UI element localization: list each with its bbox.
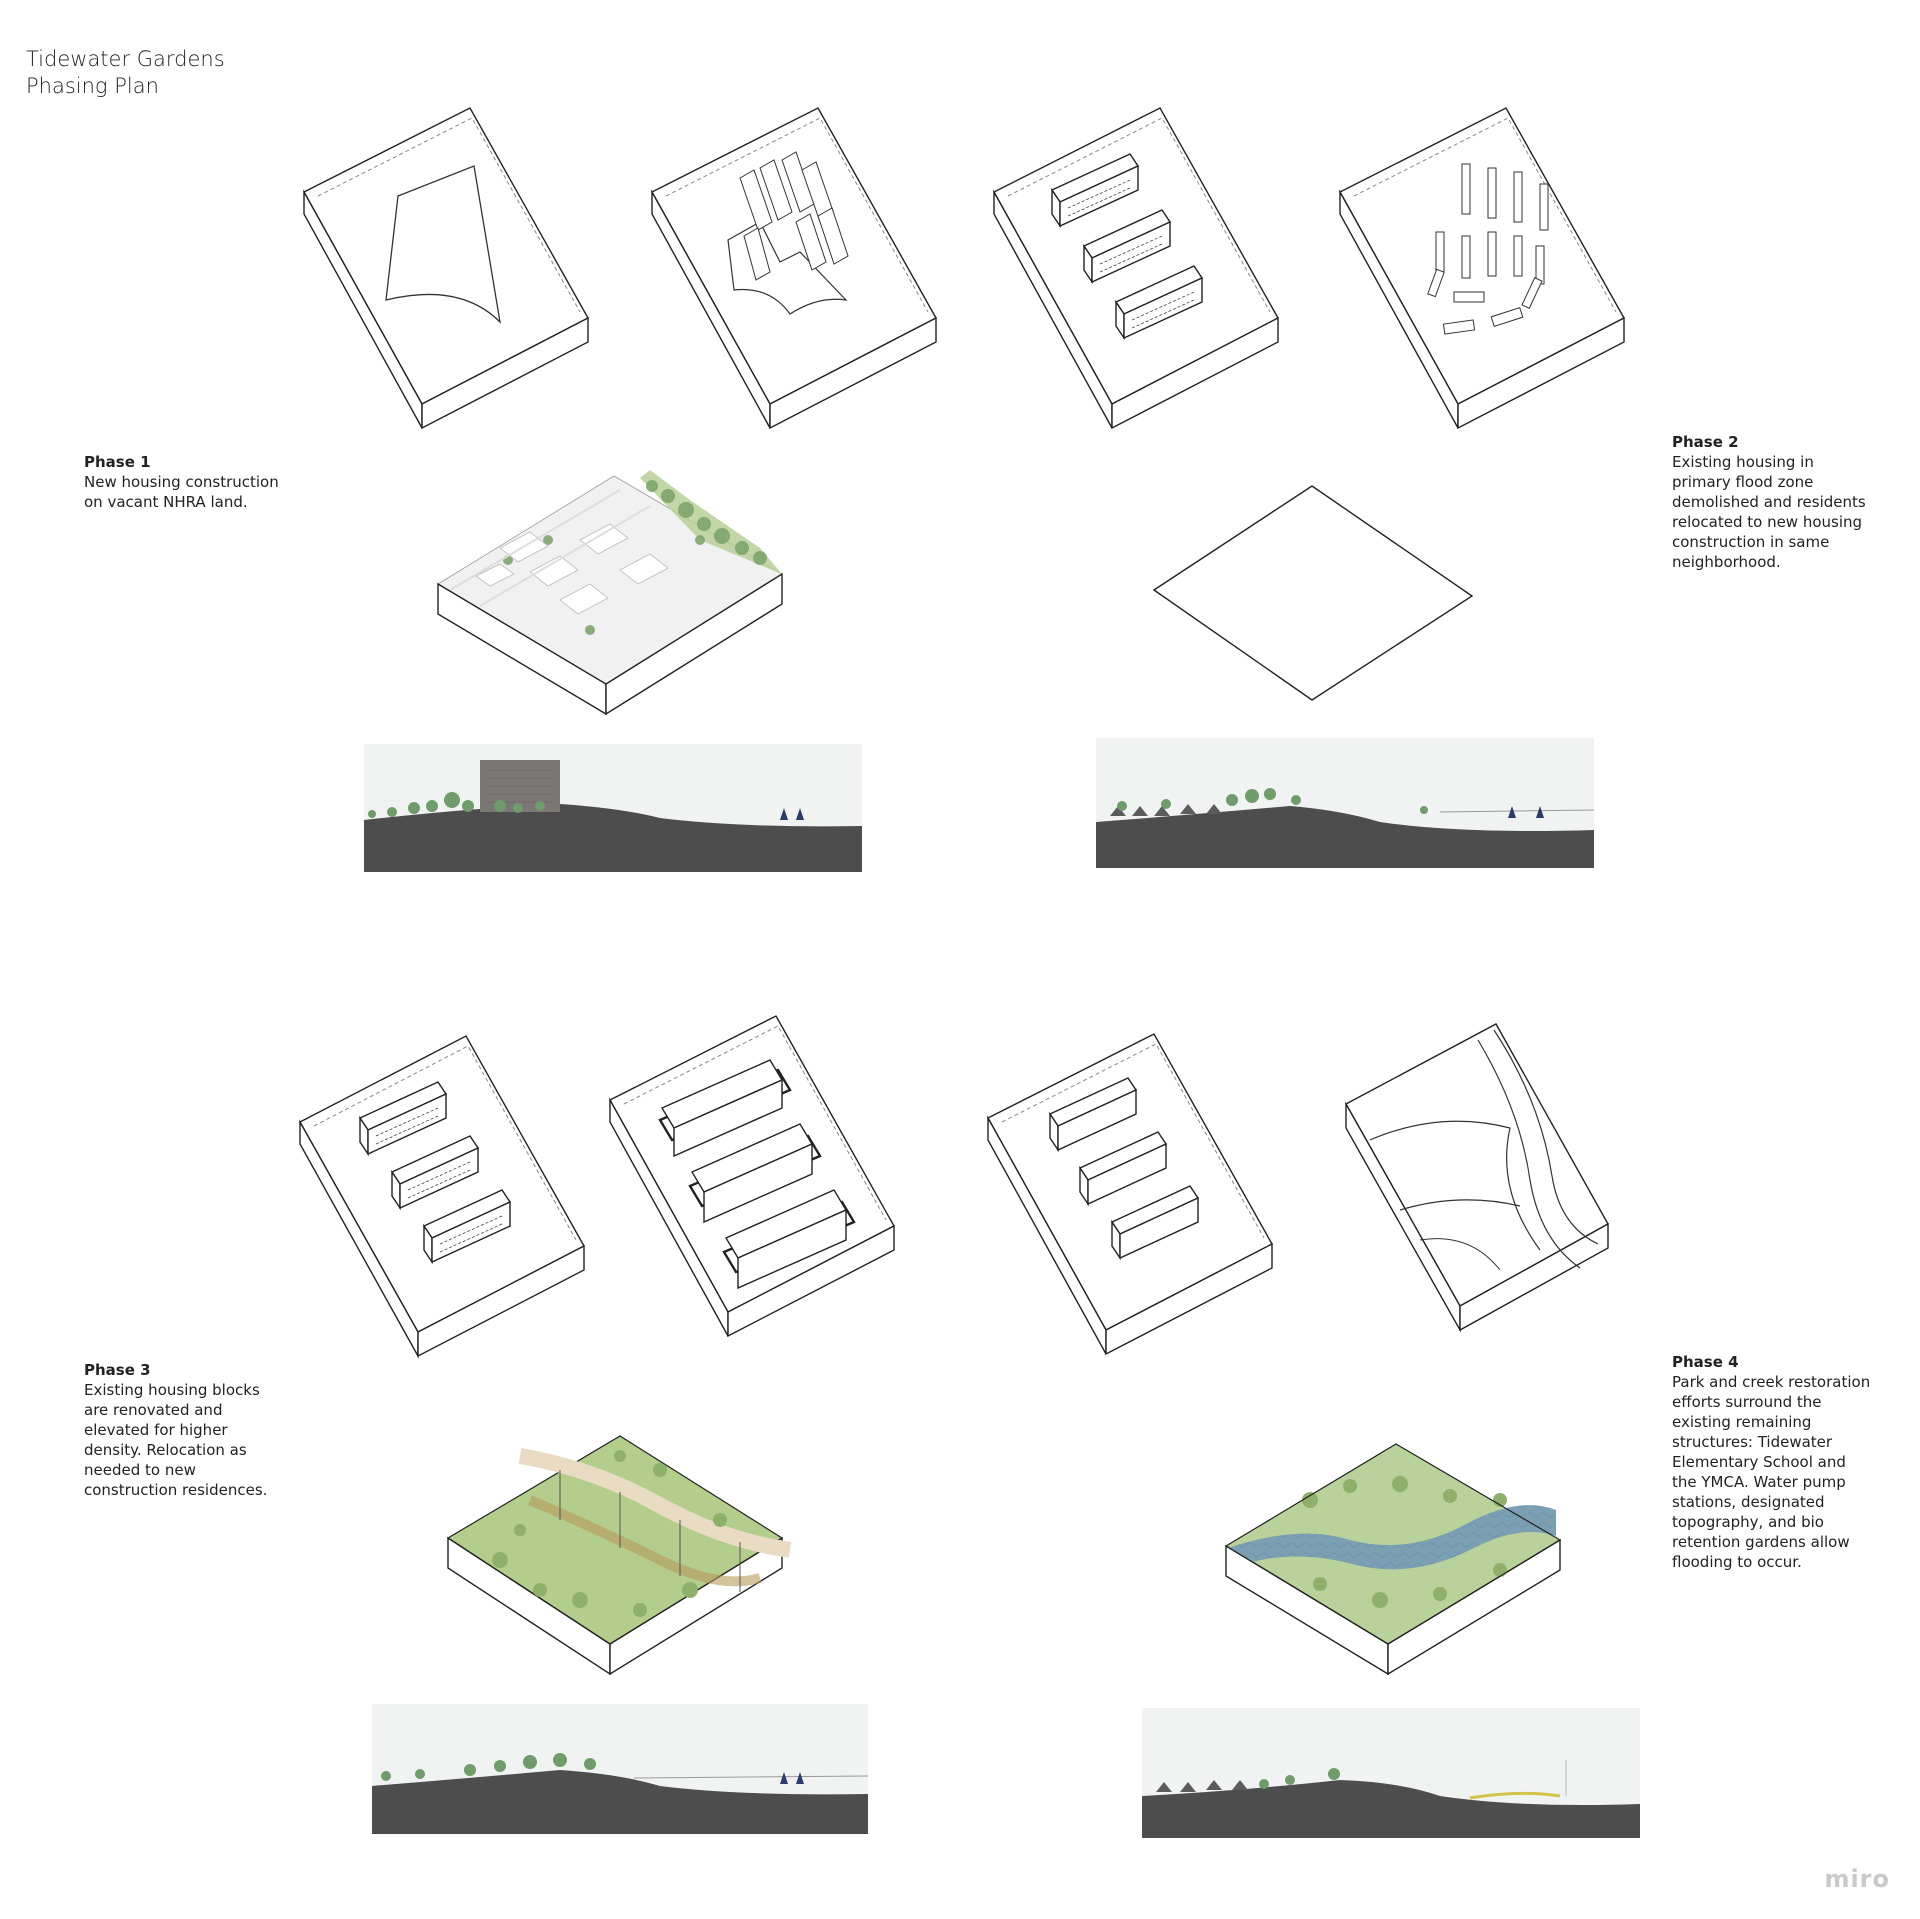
- housing-bar: [1114, 265, 1204, 341]
- axon-block-remaining-housing: [987, 1033, 1273, 1356]
- phase-2-heading: Phase 2: [1672, 433, 1739, 451]
- axon-block-elevated-housing: [609, 1015, 895, 1338]
- phase-2-caption: Phase 2 Existing housing in primary floo…: [1672, 432, 1872, 572]
- phase-4-heading: Phase 4: [1672, 1353, 1739, 1371]
- elevated-housing-bar: [658, 1059, 792, 1158]
- title-line-2: Phasing Plan: [26, 74, 159, 98]
- phase-4-text: Park and creek restoration efforts surro…: [1672, 1373, 1871, 1571]
- phase-1-caption: Phase 1 New housing construction on vaca…: [84, 452, 284, 512]
- miro-watermark: miro: [1824, 1865, 1890, 1893]
- axon-block-creek-topography: [1345, 1023, 1609, 1333]
- elevated-housing-bar: [688, 1123, 822, 1224]
- housing-bar: [1048, 1077, 1138, 1153]
- phase-3-caption: Phase 3 Existing housing blocks are reno…: [84, 1360, 284, 1500]
- housing-bar: [1110, 1185, 1200, 1261]
- housing-bar: [1050, 153, 1140, 229]
- housing-bar: [422, 1189, 512, 1265]
- axon-block-existing-housing: [299, 1035, 585, 1359]
- phase-1-neighborhood-model: [437, 470, 783, 716]
- axon-block-new-buildings: [651, 107, 937, 430]
- phase-4-caption: Phase 4 Park and creek restoration effor…: [1672, 1352, 1872, 1572]
- housing-bar: [1078, 1131, 1168, 1207]
- phase-1-heading: Phase 1: [84, 453, 151, 471]
- axon-block-scattered-bars: [1339, 107, 1625, 430]
- phase-4-creek-model: [1224, 1443, 1562, 1676]
- housing-bar: [1082, 209, 1172, 285]
- phase-3-site-section: [372, 1704, 869, 1834]
- phase-3-heading: Phase 3: [84, 1361, 151, 1379]
- axon-block-vacant-land: [303, 107, 589, 430]
- housing-bar: [358, 1081, 448, 1157]
- phase-1-text: New housing construction on vacant NHRA …: [84, 473, 279, 511]
- phase-2-site-section: [1096, 738, 1595, 868]
- phase-1-site-section: [364, 744, 862, 872]
- phase-4-site-section: [1142, 1708, 1640, 1838]
- phase-2-cleared-site: [1152, 485, 1474, 701]
- phase-3-green-model: [446, 1435, 792, 1676]
- elevated-housing-bar: [722, 1189, 856, 1290]
- housing-bar: [390, 1135, 480, 1211]
- phase-3-text: Existing housing blocks are renovated an…: [84, 1381, 268, 1499]
- phase-2-text: Existing housing in primary flood zone d…: [1672, 453, 1866, 571]
- title-line-1: Tidewater Gardens: [26, 47, 225, 71]
- axon-block-housing-bars: [993, 107, 1279, 430]
- page-title: Tidewater Gardens Phasing Plan: [26, 46, 225, 100]
